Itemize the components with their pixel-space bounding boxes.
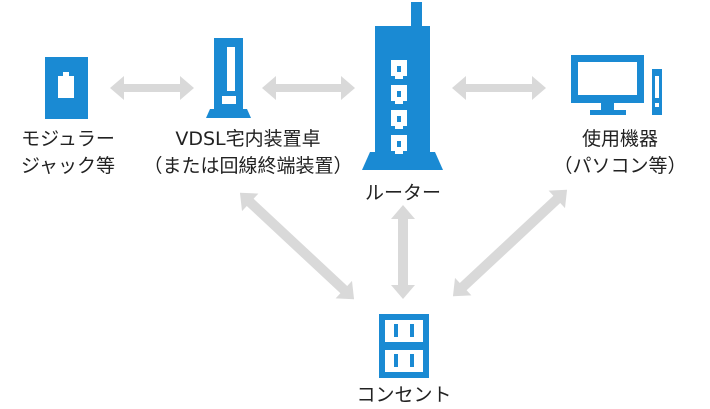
- arrow-jack-vdsl: [110, 76, 194, 100]
- modular-jack-label-line-2: ジャック等: [20, 155, 116, 177]
- vdsl-label: VDSL宅内装置卓 （または回線終端装置）: [133, 126, 363, 180]
- outlet-label: コンセント: [334, 382, 474, 409]
- arrow-pc-outlet: [452, 189, 568, 297]
- arrow-vdsl-outlet: [239, 192, 355, 300]
- router-icon: [362, 2, 443, 170]
- connection-arrows: [110, 76, 568, 300]
- modular-jack-label: モジュラー ジャック等: [8, 126, 128, 180]
- router-port-tabs: [397, 66, 401, 147]
- arrow-vdsl-router: [262, 76, 355, 100]
- vdsl-label-line-1: VDSL宅内装置卓: [175, 128, 321, 150]
- router-label: ルーター: [343, 180, 463, 207]
- pc-label-line-1: 使用機器: [581, 128, 658, 150]
- power-outlet-icon: [379, 314, 429, 378]
- arrow-router-pc: [452, 76, 546, 100]
- modular-jack-label-line-1: モジュラー: [21, 128, 115, 150]
- router-label-line-1: ルーター: [364, 182, 441, 204]
- phone-jack-icon: [45, 57, 88, 119]
- pc-label-line-2: （パソコン等）: [553, 155, 687, 177]
- arrow-router-outlet: [391, 205, 415, 299]
- vdsl-device-icon: [206, 38, 251, 118]
- outlet-label-line-1: コンセント: [356, 384, 452, 406]
- pc-icon: [571, 55, 662, 115]
- vdsl-label-line-2: （または回線終端装置）: [143, 155, 353, 177]
- pc-label: 使用機器 （パソコン等）: [550, 126, 690, 180]
